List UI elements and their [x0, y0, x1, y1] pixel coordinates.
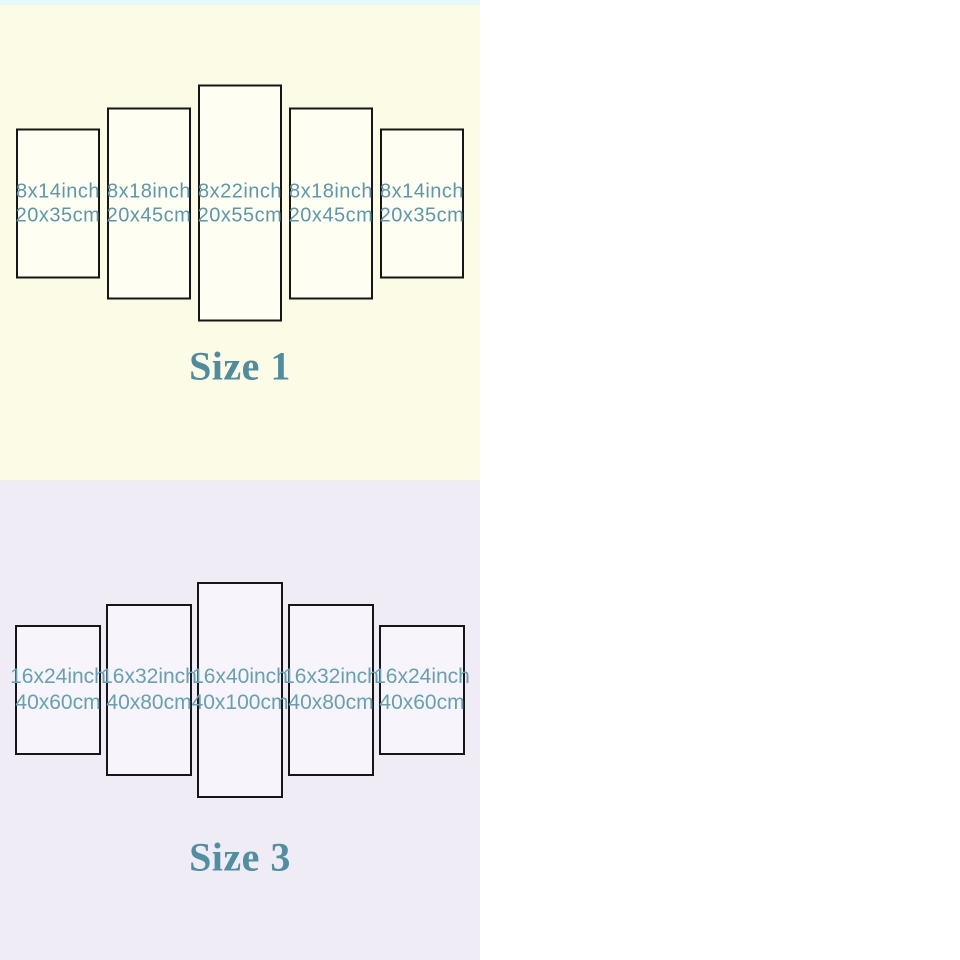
panel-size-inch-label: 8x18inch	[288, 180, 374, 202]
panel-size-inch-label: 8x18inch	[106, 180, 192, 202]
panel-16x32inch: 16x32inch 40x80cm	[101, 604, 197, 776]
panel-size-cm-label: 40x60cm	[15, 691, 101, 714]
panel-size-inch-label: 8x14inch	[379, 180, 465, 202]
panel-size-cm-label: 20x45cm	[288, 204, 374, 226]
panel-size-cm-label: 40x80cm	[106, 691, 192, 714]
panel-16x32inch: 16x32inch 40x80cm	[283, 604, 379, 776]
panel-size-cm-label: 20x35cm	[15, 204, 101, 226]
panel-size-cm-label: 20x55cm	[197, 204, 283, 226]
quadrant-title: Size 3	[189, 834, 291, 880]
panel-size-cm-label: 40x100cm	[191, 691, 289, 714]
panel-16x24inch: 16x24inch 40x60cm	[10, 625, 106, 755]
panel-size-inch-label: 16x32inch	[101, 665, 197, 688]
panel-size-cm-label: 40x80cm	[288, 691, 374, 714]
panel-size-cm-label: 20x35cm	[379, 204, 465, 226]
panel-size-cm-label: 20x45cm	[106, 204, 192, 226]
panel-size-cm-label: 40x60cm	[379, 691, 465, 714]
panel-size-inch-label: 16x24inch	[10, 665, 106, 688]
panel-size-inch-label: 16x24inch	[374, 665, 470, 688]
panel-16x40inch: 16x40inch 40x100cm	[192, 582, 288, 798]
panel-size-inch-label: 16x32inch	[283, 665, 379, 688]
quadrant-title: Size 1	[189, 343, 291, 389]
panel-size-inch-label: 8x14inch	[15, 180, 101, 202]
panel-16x24inch: 16x24inch 40x60cm	[374, 625, 470, 755]
panel-size-inch-label: 16x40inch	[192, 665, 288, 688]
panel-size-inch-label: 8x22inch	[197, 180, 283, 202]
